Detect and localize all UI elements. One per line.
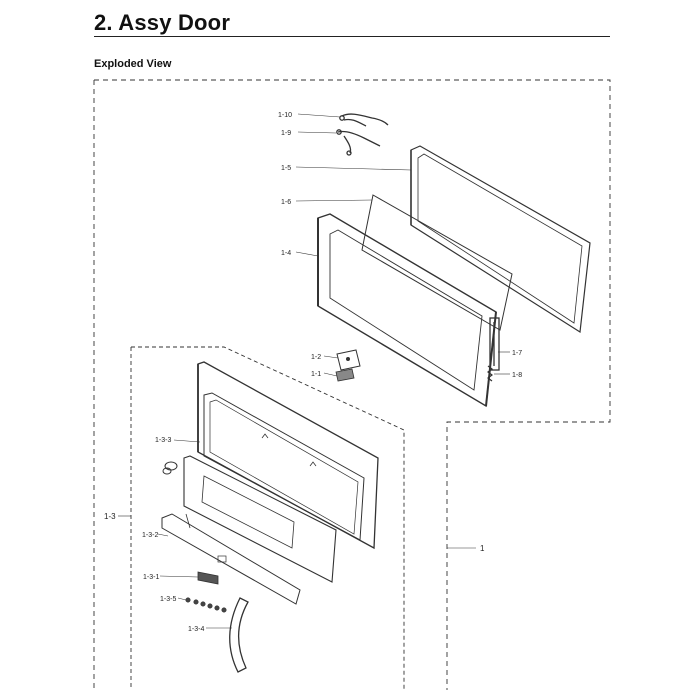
part-1-3-2-display-panel: [183, 455, 337, 583]
label-1-3-3: 1-3-3: [155, 437, 171, 444]
part-1-1-plate: [335, 368, 355, 382]
assembly-1-3-boundary: [130, 346, 405, 690]
label-1-10: 1-10: [278, 112, 292, 119]
title-underline: [94, 36, 610, 37]
label-1-3-1: 1-3-1: [143, 574, 159, 581]
label-1-4: 1-4: [281, 250, 291, 257]
part-1-3-1-label: [197, 571, 219, 585]
label-1-3-5: 1-3-5: [160, 596, 176, 603]
label-1-5: 1-5: [281, 165, 291, 172]
part-1-9-harness: [336, 129, 381, 156]
section-title: 2. Assy Door: [94, 10, 231, 35]
part-1-2-bracket: [336, 349, 361, 371]
label-1-8: 1-8: [512, 372, 522, 379]
part-1-10-harness: [339, 113, 389, 127]
part-1-8-spring: [487, 365, 493, 382]
part-knob: [162, 461, 178, 475]
part-1-6-glass-panel: [361, 194, 513, 331]
assembly-1-boundary: [93, 79, 611, 690]
part-1-3-3-front-panel: [197, 361, 379, 550]
part-1-5-rear-frame: [410, 145, 591, 334]
label-1-6: 1-6: [281, 199, 291, 206]
part-1-3-5-screws: [185, 597, 227, 613]
part-control-strip: [161, 513, 301, 605]
leader-lines: [118, 113, 510, 629]
label-1-3-4: 1-3-4: [188, 626, 204, 633]
label-1-3-2: 1-3-2: [142, 532, 158, 539]
label-1-7: 1-7: [512, 350, 522, 357]
label-1-2: 1-2: [311, 354, 321, 361]
label-1-3: 1-3: [104, 512, 116, 521]
part-1-3-4-handle: [229, 597, 249, 673]
label-1: 1: [480, 544, 485, 553]
exploded-view-heading: Exploded View: [94, 58, 172, 70]
label-1-1: 1-1: [311, 371, 321, 378]
part-1-7-latch: [489, 317, 500, 371]
label-1-9: 1-9: [281, 130, 291, 137]
